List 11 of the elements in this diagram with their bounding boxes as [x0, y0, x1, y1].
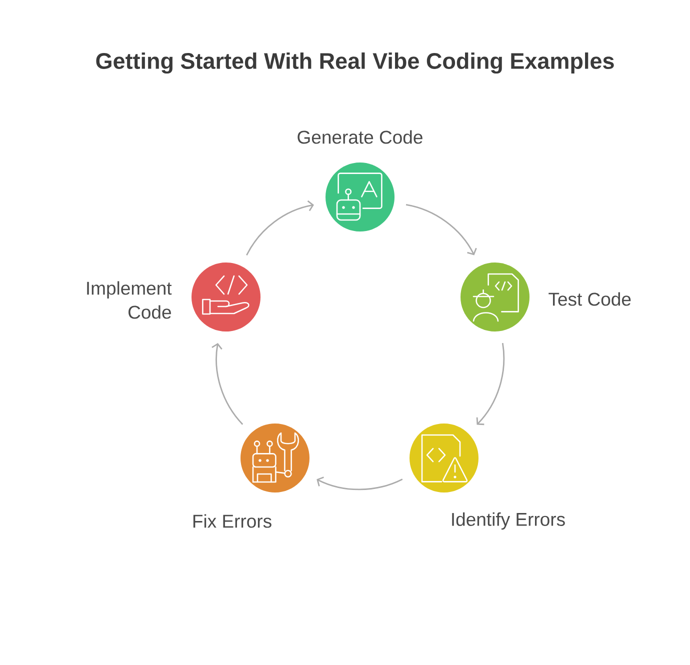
step-label: Identify Errors	[452, 512, 565, 530]
title: Getting Started With Real Vibe Coding Examples	[96, 52, 614, 74]
arrow	[316, 476, 403, 490]
step-label: Test Code	[548, 292, 631, 306]
arrow	[246, 200, 314, 256]
arrow	[406, 204, 477, 256]
arrow	[476, 342, 505, 426]
arrow	[212, 342, 244, 425]
step-label: Implement Code	[87, 281, 172, 319]
step-label: Generate Code	[298, 130, 422, 144]
step-label: Fix Errors	[193, 514, 272, 528]
